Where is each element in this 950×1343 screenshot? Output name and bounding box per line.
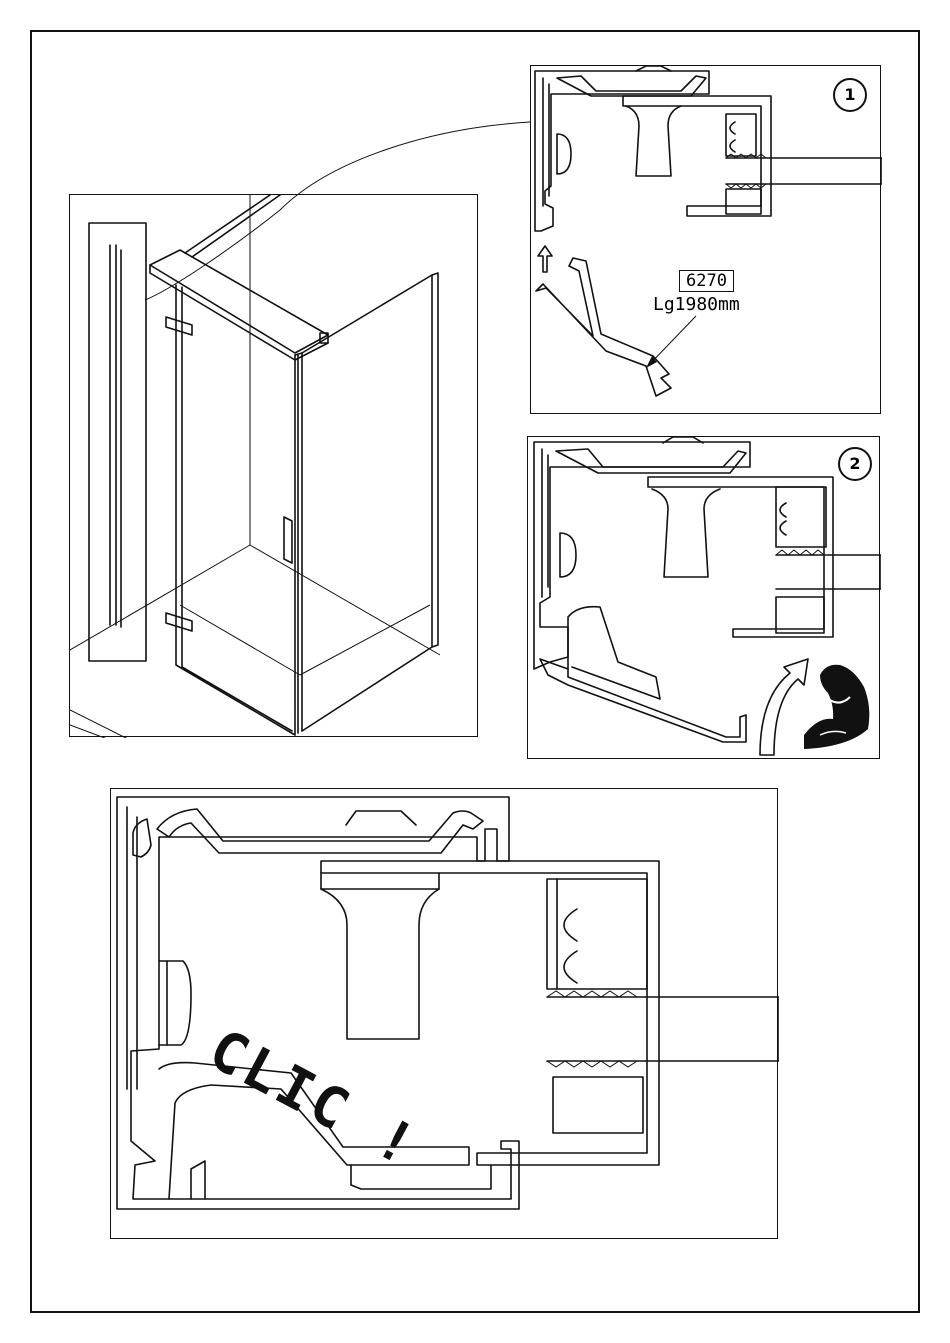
profile-section-step-2	[528, 437, 881, 760]
step-number-2: 2	[838, 447, 872, 481]
profile-section-step-1	[531, 66, 882, 415]
flexed-arm-icon	[804, 665, 869, 749]
profile-section-clicked	[111, 789, 779, 1240]
profile-code-label: 6270	[679, 270, 734, 292]
step-3-detail-panel: CLIC !	[110, 788, 778, 1239]
shower-enclosure-drawing	[70, 195, 479, 738]
step-number-1: 1	[833, 78, 867, 112]
profile-length-label: Lg1980mm	[653, 294, 740, 315]
overview-panel	[69, 194, 478, 737]
step-1-panel: 1 6270 Lg1980mm	[530, 65, 881, 414]
step-2-panel: 2	[527, 436, 880, 759]
